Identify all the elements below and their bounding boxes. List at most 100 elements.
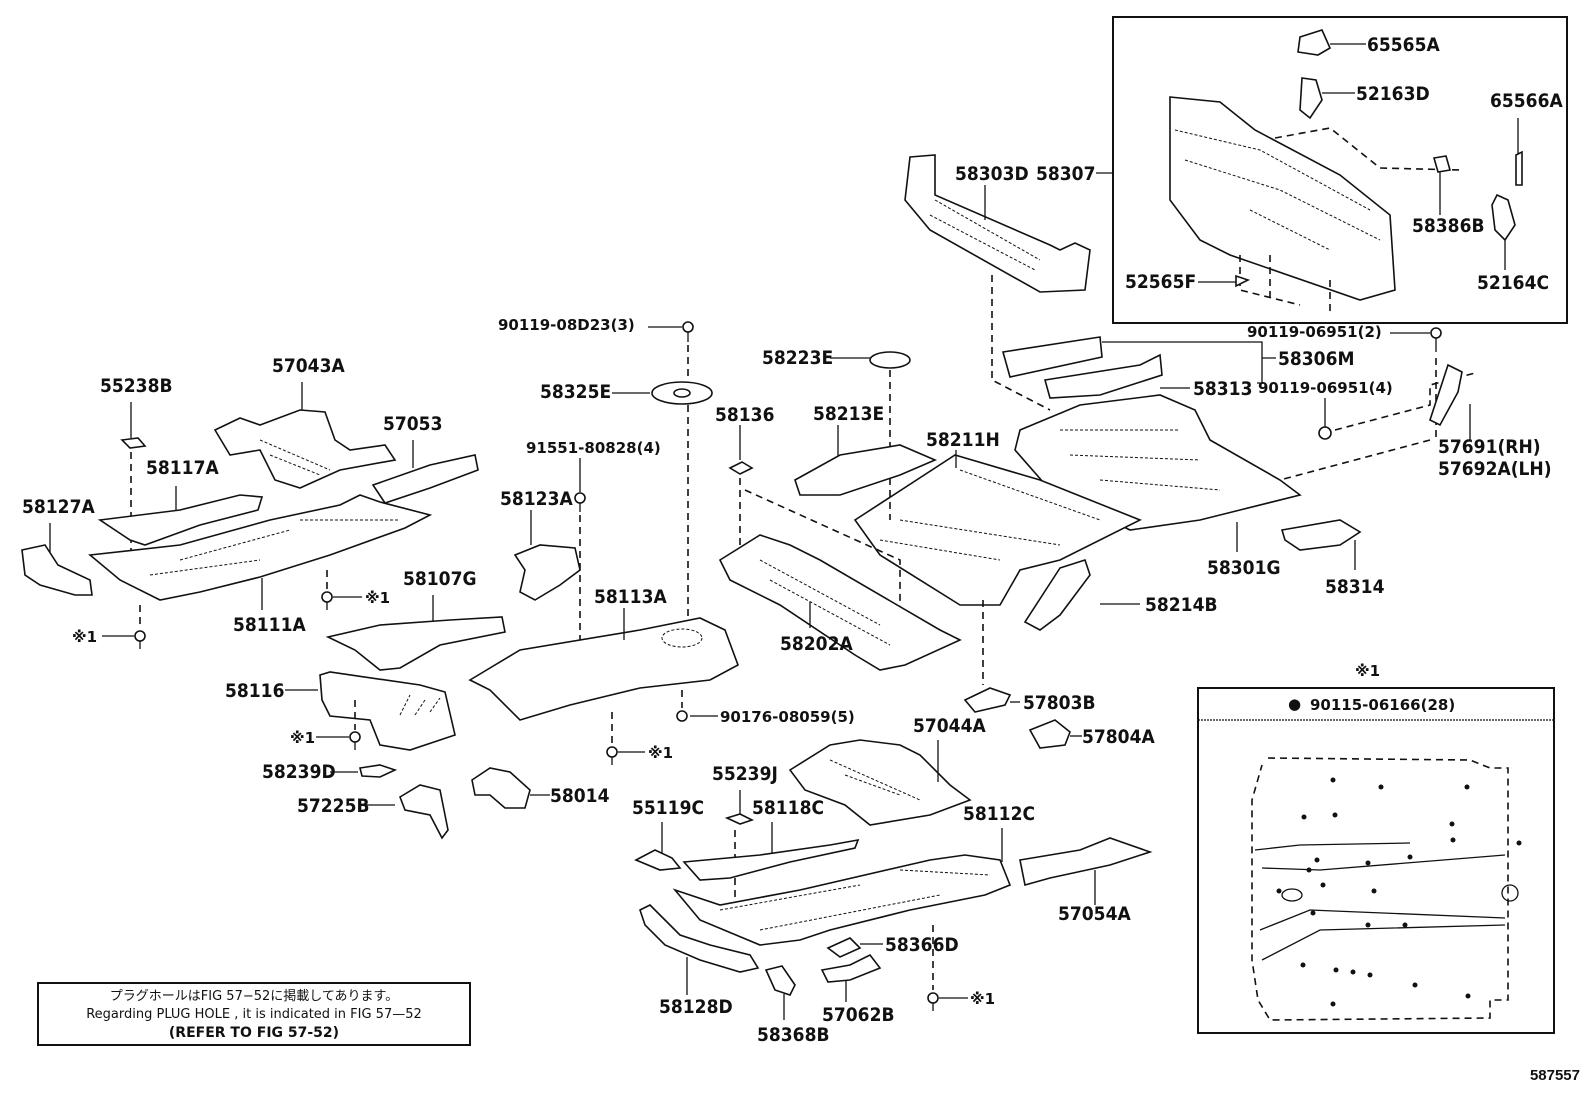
part-58303D-shape[interactable] bbox=[904, 154, 1091, 293]
label-58223E[interactable]: 58223E bbox=[762, 347, 833, 369]
note-refer[interactable]: (REFER TO FIG 57-52) bbox=[169, 1025, 339, 1041]
label-58386B[interactable]: 58386B bbox=[1412, 215, 1485, 237]
part-58202A-shape[interactable] bbox=[718, 534, 962, 671]
part-65566A-shape[interactable] bbox=[1515, 150, 1523, 186]
label-58366D[interactable]: 58366D bbox=[885, 934, 959, 956]
label-52565F[interactable]: 52565F bbox=[1125, 271, 1196, 293]
part-52565F-shape[interactable] bbox=[1235, 274, 1251, 288]
part-58128D-shape[interactable] bbox=[639, 904, 760, 973]
label-90176-08059[interactable]: 90176-08059(5) bbox=[720, 708, 855, 726]
part-58213E-shape[interactable] bbox=[794, 444, 938, 496]
label-58113A[interactable]: 58113A bbox=[594, 586, 667, 608]
label-90119-08D23[interactable]: 90119-08D23(3) bbox=[498, 316, 635, 334]
label-58314[interactable]: 58314 bbox=[1325, 576, 1385, 598]
part-58214B-shape[interactable] bbox=[1023, 558, 1091, 631]
bolt-ref1-58111A-right[interactable] bbox=[321, 591, 333, 610]
part-58368B-shape[interactable] bbox=[764, 965, 796, 996]
label-57691[interactable]: 57691(RH) bbox=[1438, 436, 1541, 458]
label-55239J[interactable]: 55239J bbox=[712, 763, 778, 785]
label-58239D[interactable]: 58239D bbox=[262, 761, 336, 783]
part-58112C-shape[interactable] bbox=[672, 854, 1012, 946]
part-58116-shape[interactable] bbox=[319, 671, 456, 751]
label-58112C[interactable]: 58112C bbox=[963, 803, 1035, 825]
part-58301G-shape[interactable] bbox=[1014, 394, 1302, 531]
part-58113A-shape[interactable] bbox=[468, 617, 739, 721]
label-57803B[interactable]: 57803B bbox=[1023, 692, 1096, 714]
label-57062B[interactable]: 57062B bbox=[822, 1004, 895, 1026]
label-58301G[interactable]: 58301G bbox=[1207, 557, 1281, 579]
label-58303D[interactable]: 58303D bbox=[955, 163, 1029, 185]
part-57043A-shape[interactable] bbox=[213, 409, 397, 489]
bolt-91551-80828[interactable] bbox=[574, 492, 586, 512]
label-90119-06951-2[interactable]: 90119-06951(2) bbox=[1247, 323, 1382, 341]
label-52163D[interactable]: 52163D bbox=[1356, 83, 1430, 105]
part-58117A-shape[interactable] bbox=[97, 494, 264, 546]
part-52163D-shape[interactable] bbox=[1299, 77, 1323, 120]
label-57692A[interactable]: 57692A(LH) bbox=[1438, 458, 1552, 480]
part-57803B-shape[interactable] bbox=[963, 687, 1012, 713]
part-58123A-shape[interactable] bbox=[513, 544, 581, 601]
label-58211H[interactable]: 58211H bbox=[926, 429, 1000, 451]
label-58128D[interactable]: 58128D bbox=[659, 996, 733, 1018]
label-58123A[interactable]: 58123A bbox=[500, 488, 573, 510]
label-57044A[interactable]: 57044A bbox=[913, 715, 986, 737]
label-90119-06951-4[interactable]: 90119-06951(4) bbox=[1258, 379, 1393, 397]
part-58211H-shape[interactable] bbox=[853, 454, 1142, 606]
part-65565A-shape[interactable] bbox=[1297, 29, 1332, 56]
bolt-ref1-58111A-left[interactable] bbox=[134, 630, 146, 649]
label-57053[interactable]: 57053 bbox=[383, 413, 442, 435]
part-58111A-shape[interactable] bbox=[88, 494, 433, 601]
label-58213E[interactable]: 58213E bbox=[813, 403, 884, 425]
part-57804A-shape[interactable] bbox=[1028, 719, 1071, 749]
bolt-90119-06951-2[interactable] bbox=[1430, 327, 1442, 352]
label-58118C[interactable]: 58118C bbox=[752, 797, 824, 819]
label-57043A[interactable]: 57043A bbox=[272, 355, 345, 377]
label-58117A[interactable]: 58117A bbox=[146, 457, 219, 479]
label-65566A[interactable]: 65566A bbox=[1490, 90, 1563, 112]
bolt-ref1-58112C[interactable] bbox=[927, 992, 939, 1011]
part-58014-shape[interactable] bbox=[471, 767, 531, 809]
bolt-90119-06951-4[interactable] bbox=[1318, 426, 1332, 440]
part-58239D-shape[interactable] bbox=[359, 764, 398, 778]
part-58118C-shape[interactable] bbox=[682, 838, 860, 881]
label-91551-80828[interactable]: 91551-80828(4) bbox=[526, 439, 661, 457]
part-58366D-shape[interactable] bbox=[826, 937, 862, 958]
part-58325E-shape[interactable] bbox=[651, 381, 713, 405]
label-58014[interactable]: 58014 bbox=[550, 785, 610, 807]
label-58111A[interactable]: 58111A bbox=[233, 614, 306, 636]
part-57054A-shape[interactable] bbox=[1019, 837, 1153, 887]
label-65565A[interactable]: 65565A bbox=[1367, 34, 1440, 56]
label-58306M[interactable]: 58306M bbox=[1278, 348, 1354, 370]
part-55119C-shape[interactable] bbox=[634, 849, 682, 871]
bolt-ref1-58116[interactable] bbox=[349, 731, 361, 750]
part-55238B-shape[interactable] bbox=[120, 437, 147, 449]
label-58313[interactable]: 58313 bbox=[1193, 378, 1252, 400]
label-58127A[interactable]: 58127A bbox=[22, 496, 95, 518]
ref1-part-number[interactable]: 90115-06166(28) bbox=[1310, 696, 1455, 714]
part-57691-shape[interactable] bbox=[1429, 363, 1463, 427]
part-55239J-shape[interactable] bbox=[724, 813, 755, 825]
label-58136[interactable]: 58136 bbox=[715, 404, 774, 426]
bolt-90119-08D23[interactable] bbox=[682, 321, 694, 342]
label-57804A[interactable]: 57804A bbox=[1082, 726, 1155, 748]
part-57044A-front-member[interactable] bbox=[788, 739, 972, 826]
label-55238B[interactable]: 55238B bbox=[100, 375, 173, 397]
part-58314-shape[interactable] bbox=[1280, 519, 1362, 551]
part-58223E-shape[interactable] bbox=[869, 351, 911, 369]
label-58307[interactable]: 58307 bbox=[1036, 163, 1095, 185]
label-58325E[interactable]: 58325E bbox=[540, 381, 611, 403]
rear-panel-assembly[interactable] bbox=[1169, 96, 1396, 301]
label-58214B[interactable]: 58214B bbox=[1145, 594, 1218, 616]
bolt-90176-08059[interactable] bbox=[676, 710, 688, 722]
part-58313-shape[interactable] bbox=[1043, 353, 1163, 399]
part-52164C-shape[interactable] bbox=[1491, 193, 1516, 242]
part-57053-shape[interactable] bbox=[371, 454, 479, 504]
label-58116[interactable]: 58116 bbox=[225, 680, 284, 702]
label-58202A[interactable]: 58202A bbox=[780, 633, 853, 655]
part-57062B-shape[interactable] bbox=[820, 953, 882, 983]
label-52164C[interactable]: 52164C bbox=[1477, 272, 1549, 294]
label-58368B[interactable]: 58368B bbox=[757, 1024, 830, 1046]
label-57225B[interactable]: 57225B bbox=[297, 795, 370, 817]
bolt-ref1-58113A[interactable] bbox=[606, 746, 618, 765]
part-58127A-shape[interactable] bbox=[21, 544, 93, 596]
